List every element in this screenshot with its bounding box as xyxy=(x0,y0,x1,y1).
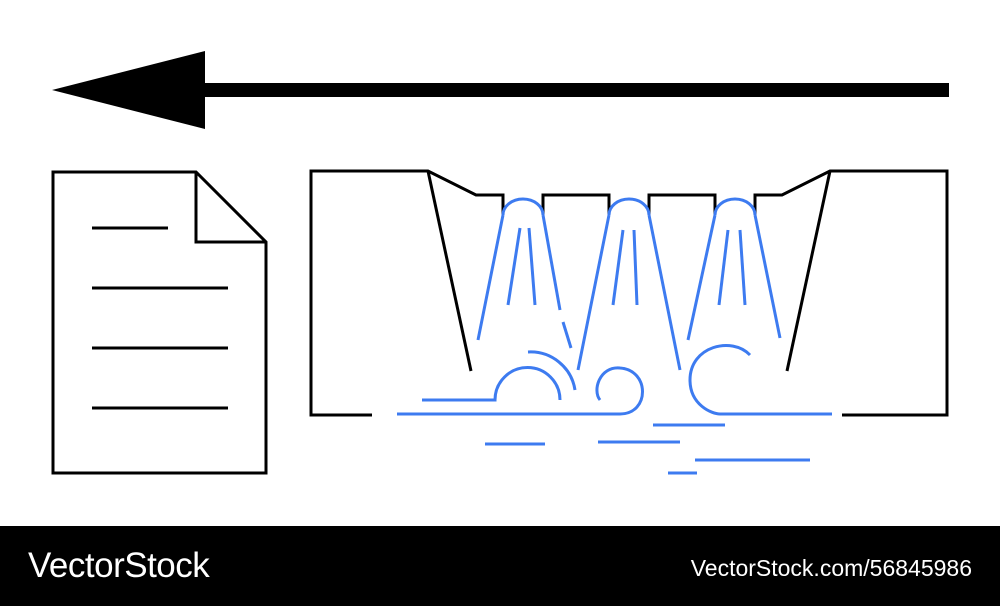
stock-id-text: VectorStock.com/56845986 xyxy=(690,555,972,581)
arrow-left-icon xyxy=(52,51,949,129)
illustration xyxy=(51,51,949,475)
watermark-footer: VectorStock VectorStock.com/56845986 xyxy=(0,526,1000,606)
dam-spillway-icon xyxy=(309,169,949,475)
brand-logo-text: VectorStock xyxy=(28,546,210,585)
document-icon xyxy=(51,170,268,475)
